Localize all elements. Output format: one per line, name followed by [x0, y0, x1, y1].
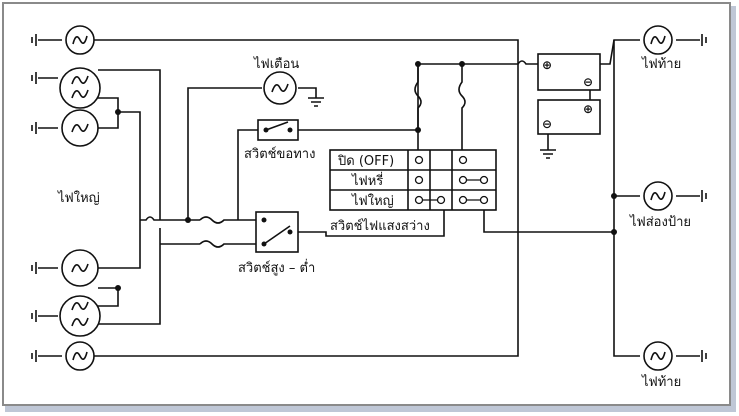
battery-plus-upper: ⊕: [542, 58, 552, 72]
ground-icon: [701, 34, 707, 46]
fuse-b: [199, 240, 256, 248]
ground-icon: [701, 350, 707, 362]
fuse-d: [458, 64, 466, 150]
fuse-c: [414, 64, 422, 150]
contact-park-2: [458, 175, 468, 185]
hl-lower-bus-c: [82, 228, 161, 325]
junction-dot: [415, 127, 421, 133]
contact-head-4: [479, 195, 489, 205]
lamp-icon: [65, 25, 95, 55]
battery-plus-lower: ⊕: [583, 102, 593, 116]
lamp-icon: [61, 249, 99, 287]
switch-contacts: [414, 155, 489, 205]
hl-upper-bus-a: [98, 69, 161, 220]
contact-park-1: [414, 175, 424, 185]
hl-cross-1: [140, 216, 200, 221]
battery-minus-lower: ⊖: [542, 117, 552, 131]
contact-head-2: [436, 195, 446, 205]
headlights-label: ไฟใหญ่: [57, 190, 100, 206]
junction-dot: [611, 229, 617, 235]
junction-dot: [185, 217, 191, 223]
overtake-switch-box: [257, 119, 299, 141]
junction-dot: [115, 285, 121, 291]
warning-lamp-icon: [263, 71, 297, 105]
tail-lamp-bottom-label: ไฟท้าย: [641, 374, 681, 390]
ground-icon: [31, 34, 37, 46]
ground-icon: [31, 350, 37, 362]
fuse-a: [199, 216, 256, 224]
light-switch-label: สวิตช์ไฟแสงสว่าง: [330, 218, 430, 234]
junctions: [115, 61, 617, 291]
ground-icon: [31, 310, 37, 322]
contact-head-1: [414, 195, 424, 205]
battery-minus-upper: ⊖: [583, 75, 593, 89]
contact-head-3: [458, 195, 468, 205]
switch-row-park: ไฟหรี่: [351, 172, 383, 189]
ground-icon: [540, 130, 556, 159]
dimmer-switch-label: สวิตช์สูง – ต่ำ: [238, 259, 315, 276]
battery-upper: [537, 53, 601, 91]
ground-symbols-down: [308, 97, 556, 159]
wire-dimmer-out: [298, 200, 445, 237]
junction-dot: [115, 109, 121, 115]
wire-to-warning: [187, 87, 262, 220]
ground-symbols-left: [31, 34, 37, 362]
wire-bottom-left-lamp: [94, 64, 519, 357]
contact-off-2: [458, 155, 468, 165]
lamp-icon: [59, 295, 101, 337]
ground-icon: [31, 122, 37, 134]
wire-warning-gnd: [298, 87, 317, 98]
wires: [38, 39, 700, 357]
junction-dot: [459, 61, 465, 67]
overtake-switch-label: สวิตช์ขอทาง: [244, 146, 315, 162]
lamp-icon: [65, 341, 95, 371]
dimmer-switch-box: [255, 211, 299, 253]
ground-icon: [308, 97, 324, 107]
tail-lamp-icon: [643, 25, 673, 55]
contact-park-3: [479, 175, 489, 185]
ground-icon: [31, 262, 37, 274]
junction-dot: [611, 193, 617, 199]
hl-lower-bus-a: [98, 220, 141, 269]
tail-bus: [613, 40, 640, 357]
tail-lamp-top-label: ไฟท้าย: [641, 56, 681, 72]
ground-icon: [701, 190, 707, 202]
wire-switch-out: [483, 210, 614, 233]
lamp-icon: [59, 67, 101, 109]
switch-row-off: ปิด (OFF): [337, 154, 394, 169]
ground-icon: [31, 72, 37, 84]
lamp-icon: [61, 109, 99, 147]
junction-dot: [415, 61, 421, 67]
hl-upper-bus-c: [118, 111, 141, 220]
ground-symbols-right: [701, 34, 707, 362]
switch-row-head: ไฟใหญ่: [351, 193, 394, 209]
hl-lower-bus-b: [82, 287, 119, 307]
lamps: [59, 25, 673, 371]
contact-off-1: [414, 155, 424, 165]
wire-top-left-lamp: [94, 39, 519, 64]
warning-lamp-label: ไฟเตือน: [253, 56, 299, 72]
license-lamp-label: ไฟส่องป้าย: [629, 214, 691, 230]
battery-lower: [537, 99, 601, 135]
wire-overtake-down: [237, 129, 258, 220]
wire-fuse-bus: [418, 60, 538, 65]
tail-lamp-icon: [643, 341, 673, 371]
license-lamp-icon: [643, 181, 673, 211]
